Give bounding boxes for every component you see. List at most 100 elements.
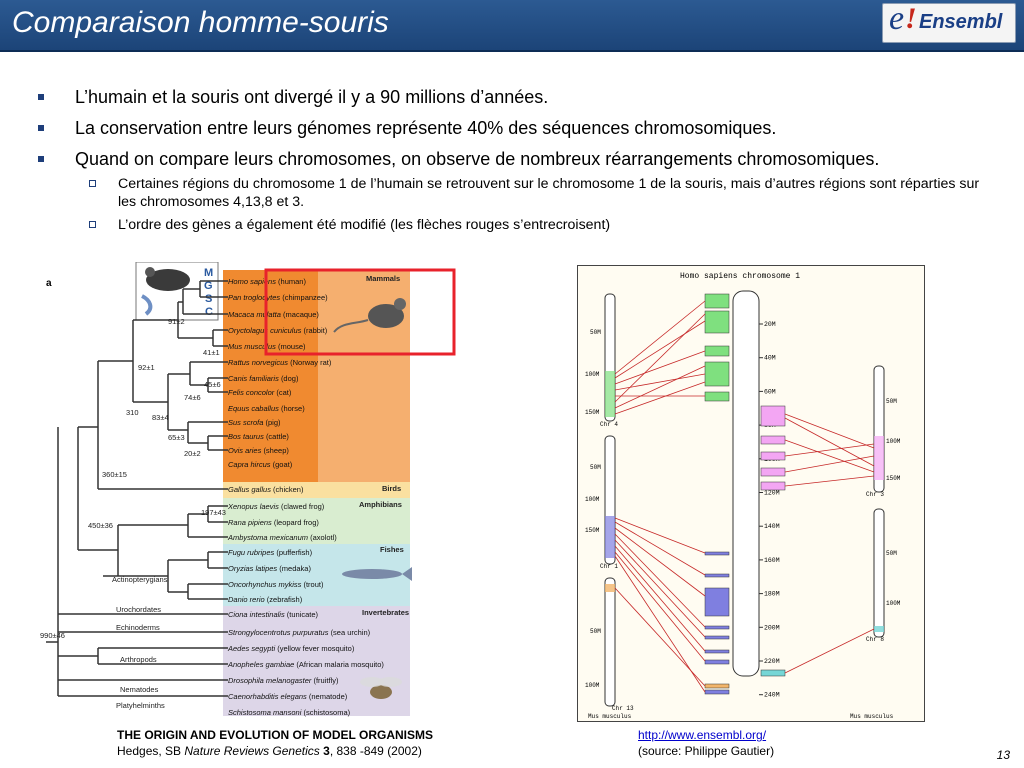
species-latin: Homo sapiens <box>228 277 278 286</box>
species-item: Caenorhabditis elegans (nematode) <box>228 692 348 701</box>
species-item: Gallus gallus (chicken) <box>228 485 304 494</box>
chromosome-label: Chr 3 <box>866 491 884 498</box>
group-label: Amphibians <box>359 500 402 509</box>
species-latin: Anopheles gambiae <box>227 660 296 669</box>
bullet-list: L’humain et la souris ont divergé il y a… <box>38 86 998 239</box>
species-latin: Bos taurus <box>228 432 266 441</box>
hollow-square-bullet-icon <box>89 221 96 228</box>
logo-e: e <box>889 0 905 37</box>
mouse-chr13 <box>604 577 616 707</box>
synteny-title: Homo sapiens chromosome 1 <box>680 272 800 281</box>
species-common: (sheep) <box>263 446 289 455</box>
species-common: (axolotl) <box>310 533 337 542</box>
species-latin: Pan troglodytes <box>228 293 282 302</box>
species-common: (pig) <box>266 418 282 427</box>
species-latin: Macaca mulatta <box>228 310 283 319</box>
clade-label: Actinopterygians <box>112 575 168 584</box>
species-item: Anopheles gambiae (African malaria mosqu… <box>227 660 384 669</box>
tick-label: 150M <box>585 527 600 534</box>
species-item: Schistosoma mansoni (schistosoma) <box>228 708 351 717</box>
clade-label: Echinoderms <box>116 623 160 632</box>
species-latin: Aedes segypti <box>227 644 277 653</box>
species-latin: Strongylocentrotus purpuratus <box>228 628 331 637</box>
species-common: (nematode) <box>309 692 348 701</box>
bullet-item: La conservation entre leurs génomes repr… <box>38 117 998 139</box>
species-latin: Ambystoma mexicanum <box>227 533 310 542</box>
species-common: (mouse) <box>278 342 306 351</box>
species-common: (horse) <box>281 404 305 413</box>
species-common: (fruitfly) <box>313 676 339 685</box>
chromosome-label: Chr 4 <box>600 421 618 428</box>
logo-letter: C <box>205 306 213 318</box>
node-label: 74±6 <box>184 393 201 402</box>
tree-branches <box>46 280 228 697</box>
species-latin: Fugu rubripes <box>228 548 276 557</box>
tick-label: 40M <box>764 355 776 362</box>
synteny-links <box>614 300 875 693</box>
logo-bang: ! <box>905 2 917 35</box>
node-label: 20±2 <box>184 449 201 458</box>
node-label: 45±6 <box>204 380 221 389</box>
citation-title: THE ORIGIN AND EVOLUTION OF MODEL ORGANI… <box>117 728 434 742</box>
highlight-box <box>264 268 456 356</box>
tick-label: 50M <box>590 628 601 635</box>
chromosome-label: Chr 8 <box>866 636 884 643</box>
tick-label: 150M <box>886 475 901 482</box>
citation-journal: Nature Reviews Genetics <box>184 744 320 758</box>
tick-label: 50M <box>886 550 897 557</box>
species-common: (Norway rat) <box>290 358 332 367</box>
node-label: 197±43 <box>201 508 226 517</box>
tick-label: 150M <box>585 409 600 416</box>
species-common: (rabbit) <box>303 326 327 335</box>
species-item: Sus scrofa (pig) <box>228 418 281 427</box>
zebrafish-illustration <box>342 567 412 581</box>
species-item: Oryzias latipes (medaka) <box>228 564 311 573</box>
mouse-chr8 <box>873 508 885 638</box>
tick-label: 140M <box>764 523 780 530</box>
human-ticks: 20M40M60M80M100M120M140M160M180M200M220M… <box>759 321 780 699</box>
species-common: (yellow fever mosquito) <box>277 644 355 653</box>
slide-title: Comparaison homme-souris <box>12 6 389 39</box>
synteny-svg: Homo sapiens chromosome 1 20M40M60M80M10… <box>585 272 901 720</box>
mouse-segments <box>605 371 884 632</box>
mouse-icon <box>146 269 190 291</box>
ensembl-link[interactable]: http://www.ensembl.org/ <box>638 728 767 742</box>
mouse-illustration <box>333 298 406 333</box>
square-bullet-icon <box>38 125 44 131</box>
panel-letter: a <box>46 278 52 289</box>
bullet-text: Quand on compare leurs chromosomes, on o… <box>75 149 880 169</box>
species-latin: Xenopus laevis <box>227 502 281 511</box>
species-latin: Ciona intestinalis <box>228 610 287 619</box>
tick-label: 120M <box>764 490 780 497</box>
square-bullet-icon <box>38 156 44 162</box>
species-common: (chicken) <box>273 485 304 494</box>
species-common: (zebrafish) <box>267 595 303 604</box>
group-label: Mammals <box>366 274 400 283</box>
species-latin: Ovis aries <box>228 446 263 455</box>
species-common: (macaque) <box>283 310 319 319</box>
node-label: 310 <box>126 408 139 417</box>
species-latin: Rana pipiens <box>228 518 274 527</box>
clade-label: Nematodes <box>120 685 159 694</box>
species-item: Xenopus laevis (clawed frog) <box>227 502 325 511</box>
species-common: (chimpanzee) <box>282 293 328 302</box>
chromosome-label: Chr 13 <box>612 705 634 712</box>
species-common: (human) <box>278 277 306 286</box>
square-bullet-icon <box>38 94 44 100</box>
species-latin: Caenorhabditis elegans <box>228 692 309 701</box>
species-item: Pan troglodytes (chimpanzee) <box>228 293 328 302</box>
group-labels: Mammals Birds Amphibians Fishes Inverteb… <box>359 274 409 617</box>
citation-pages: , 838 -849 (2002) <box>329 744 422 758</box>
hollow-square-bullet-icon <box>89 180 96 187</box>
group-label: Invertebrates <box>362 608 409 617</box>
citation-left: THE ORIGIN AND EVOLUTION OF MODEL ORGANI… <box>117 727 433 759</box>
species-item: Macaca mulatta (macaque) <box>228 310 319 319</box>
tick-label: 100M <box>585 371 600 378</box>
tick-label: 60M <box>764 388 776 395</box>
species-common: (medaka) <box>279 564 311 573</box>
tick-label: 160M <box>764 557 780 564</box>
node-label: 92±1 <box>138 363 155 372</box>
group-label: Birds <box>382 484 401 493</box>
species-item: Bos taurus (cattle) <box>228 432 289 441</box>
sub-bullet-item: L’ordre des gènes a également été modifi… <box>38 216 998 234</box>
